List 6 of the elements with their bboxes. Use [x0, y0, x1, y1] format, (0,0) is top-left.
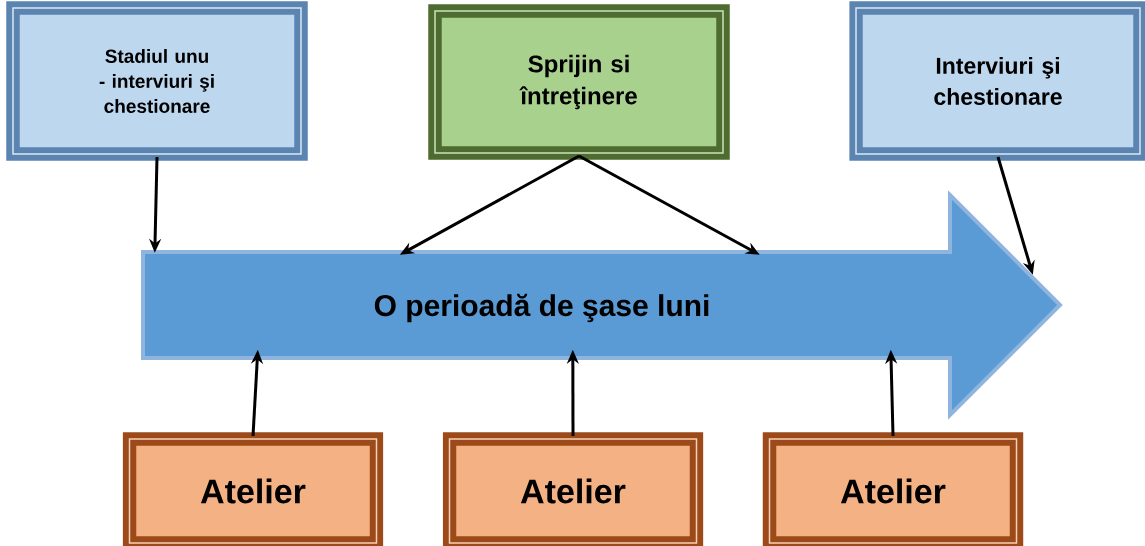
stage-box: Stadiul unu - interviuri şi chestionare: [6, 1, 308, 161]
stage-box: Interviuri şi chestionare: [849, 1, 1145, 161]
workshop-box: Atelier: [762, 432, 1024, 546]
workshop-box: Atelier: [122, 432, 384, 546]
workshop-box: Atelier: [442, 432, 704, 546]
support-box: Sprijin si întreţinere: [428, 4, 730, 160]
